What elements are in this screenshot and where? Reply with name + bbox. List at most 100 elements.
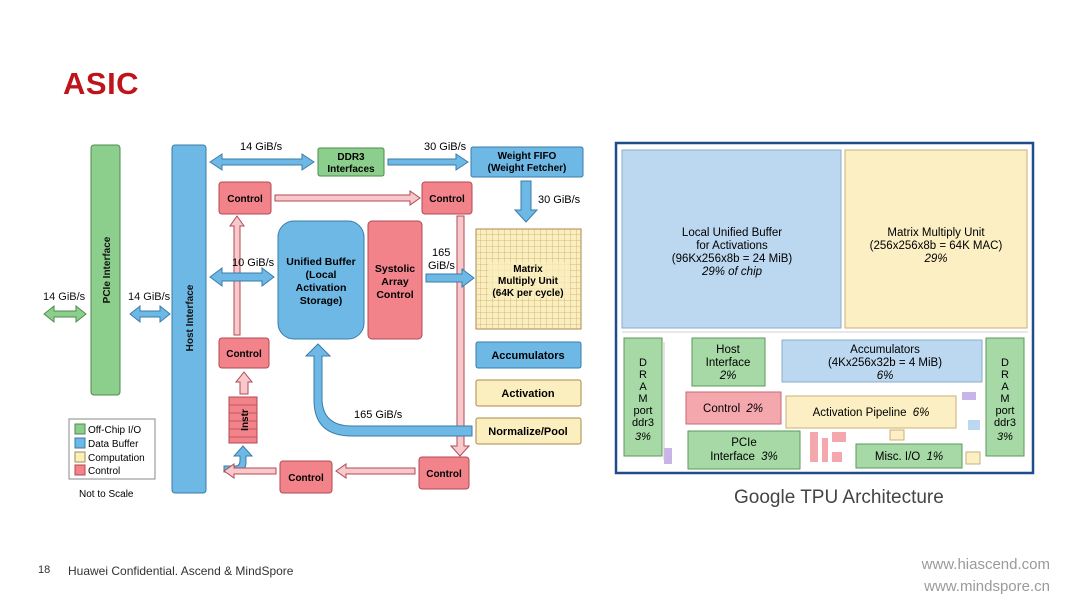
fp-pcie-1: PCIe — [731, 437, 757, 449]
weight-fifo-block — [470, 146, 584, 178]
fp-control-label: Control 2% — [703, 403, 763, 415]
instr-lines — [229, 404, 257, 438]
fp-act-label: Activation Pipeline 6% — [813, 407, 930, 419]
mmu-label-1: Matrix — [513, 264, 543, 275]
fp-dram-left-pct: 3% — [635, 431, 651, 443]
legend-io: Off-Chip I/O — [88, 425, 141, 436]
bw-165-2: GiB/s — [428, 260, 455, 272]
fp-lub-3: (96Kx256x8b = 24 MiB) — [672, 253, 793, 265]
systolic-array-control-block — [367, 220, 423, 340]
control-arrow-bottom — [335, 463, 416, 479]
fp-dram-right-d: D — [1001, 357, 1009, 369]
control-mid-left — [218, 337, 270, 369]
floorplan-caption: Google TPU Architecture — [734, 487, 944, 508]
instr-label: Instr — [240, 409, 251, 431]
tpu-block-diagram: PCIe Interface Host Interface 14 GiB/s 1… — [43, 141, 584, 500]
fp-dram-left-ddr: ddr3 — [632, 417, 654, 429]
fp-mmu-3: 29% — [923, 253, 947, 265]
sac-label-2: Array — [381, 276, 409, 288]
wfifo-mmu-arrow — [513, 180, 539, 223]
legend-swatch-io — [74, 423, 86, 435]
fp-mmu-2: (256x256x8b = 64K MAC) — [870, 240, 1003, 252]
fp-small-blocks — [622, 331, 1028, 465]
legend-swatch-compute — [74, 451, 86, 463]
tpu-floorplan: Local Unified Buffer for Activations (96… — [614, 141, 1035, 475]
fp-dram-left-a: A — [639, 381, 647, 393]
mmu-label-3: (64K per cycle) — [492, 288, 563, 299]
control-bottom-right — [418, 456, 470, 490]
fp-dram-right-port: port — [996, 405, 1015, 417]
confidential-note: Huawei Confidential. Ascend & MindSpore — [68, 564, 294, 578]
control-top-right-label: Control — [429, 194, 465, 205]
pcie-interface-block — [90, 144, 121, 396]
pcie-host-arrow — [129, 304, 171, 324]
fp-pcie-interface — [687, 430, 801, 470]
fp-act-pct: 6% — [913, 407, 930, 419]
fp-misc-pct: 1% — [926, 451, 943, 463]
control-arrow-bottom-left — [223, 463, 277, 479]
not-to-scale: Not to Scale — [79, 489, 134, 500]
host-interface-label: Host Interface — [185, 284, 196, 351]
bw-wfifo-mmu: 30 GiB/s — [538, 194, 581, 206]
bw-ddr3-top: 14 GiB/s — [240, 141, 283, 153]
control-top-left-label: Control — [227, 194, 263, 205]
legend-swatch-buffer — [74, 437, 86, 449]
ddr3-host-arrow — [209, 153, 315, 171]
sac-label-1: Systolic — [375, 263, 415, 275]
fp-misc-text: Misc. I/O — [875, 451, 920, 463]
fp-acc-1: Accumulators — [850, 344, 920, 356]
legend-swatch-control — [74, 464, 86, 476]
fp-acc-2: (4Kx256x32b = 4 MiB) — [828, 357, 942, 369]
bw-host-ub: 10 GiB/s — [232, 257, 275, 269]
fp-host-2: Interface — [706, 357, 751, 369]
ddr3-label-2: Interfaces — [327, 164, 375, 175]
control-top-right — [421, 181, 473, 215]
control-bottom-right-label: Control — [426, 469, 462, 480]
fp-pcie-pct: 3% — [761, 451, 778, 463]
control-vertical-right — [449, 215, 471, 457]
mmu-label-bg — [488, 262, 570, 298]
fp-dram-left-d: D — [639, 357, 647, 369]
slide-title: ASIC — [63, 66, 140, 101]
weight-fifo-label-2: (Weight Fetcher) — [488, 163, 567, 174]
bw-pcie-left: 14 GiB/s — [43, 291, 86, 303]
fp-pcie-2-line: Interface 3% — [710, 451, 778, 463]
legend-control: Control — [88, 466, 120, 477]
control-bottom-mid — [279, 460, 333, 494]
fp-misc-io — [855, 443, 963, 469]
activation-block — [475, 379, 582, 407]
fp-control — [685, 391, 782, 425]
link-hiascend[interactable]: www.hiascend.com — [921, 556, 1050, 573]
host-ub-arrow — [209, 267, 275, 287]
ub-label-3: Activation — [296, 282, 347, 294]
instr-control-arrow — [234, 371, 254, 395]
link-mindspore[interactable]: www.mindspore.cn — [924, 578, 1050, 595]
mmu-label-2: Multiply Unit — [498, 276, 559, 287]
normalize-pool-label: Normalize/Pool — [488, 426, 567, 438]
bw-pcie-host: 14 GiB/s — [128, 291, 171, 303]
fp-local-unified-buffer — [621, 149, 842, 329]
fp-lub-4: 29% of chip — [701, 266, 763, 278]
fp-control-pct: 2% — [745, 403, 763, 415]
fp-matrix-multiply-unit — [844, 149, 1028, 329]
ddr3-block — [317, 147, 385, 177]
bw-ddr3-wfifo: 30 GiB/s — [424, 141, 467, 153]
fp-accumulators — [781, 339, 983, 383]
control-arrow-top — [274, 190, 421, 206]
pcie-left-arrow — [43, 304, 87, 324]
pcie-interface-label: PCIe Interface — [102, 236, 113, 303]
fp-host-1: Host — [716, 344, 740, 356]
fp-lub-1: Local Unified Buffer — [682, 227, 782, 239]
host-interface-block — [171, 144, 207, 494]
fp-acc-3: 6% — [877, 370, 894, 382]
unified-buffer-block — [277, 220, 365, 340]
fp-dram-right-ddr: ddr3 — [994, 417, 1016, 429]
bw-165-bottom: 165 GiB/s — [354, 409, 403, 421]
fp-misc-label: Misc. I/O 1% — [875, 451, 943, 463]
ub-label-4: Storage) — [300, 295, 343, 307]
fp-pcie-2: Interface — [710, 451, 755, 463]
fp-dram-left — [623, 337, 663, 457]
fp-dram-right-m: M — [1000, 393, 1009, 405]
accumulators-label: Accumulators — [491, 350, 564, 362]
bw-165-1: 165 — [432, 247, 450, 259]
